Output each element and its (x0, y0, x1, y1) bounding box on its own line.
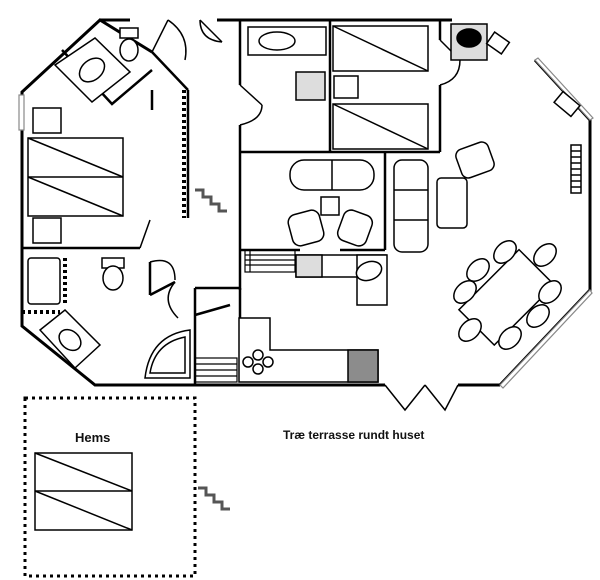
dotted-walls (22, 90, 186, 314)
single-bed-icon (332, 25, 429, 72)
armchair-icon (455, 141, 495, 179)
terrace-label: Træ terrasse rundt huset (283, 428, 425, 442)
coffee-table (320, 196, 340, 216)
kitchen-sink-icon (355, 260, 383, 282)
double-bed-icon (27, 137, 124, 217)
armchair-icon (485, 31, 511, 55)
doors (139, 19, 461, 412)
washing-machine (295, 71, 326, 101)
bathroom-lower-left (27, 257, 191, 379)
staircase-icon (195, 188, 230, 511)
toilet-icon (101, 257, 125, 291)
nightstand (32, 107, 62, 134)
loft-outline (23, 396, 197, 578)
sofa-icon (393, 159, 429, 253)
loft-bed (34, 452, 133, 531)
shower-icon (144, 329, 191, 379)
single-bed-icon (332, 103, 429, 150)
toilet-icon (119, 27, 139, 62)
sink-icon (38, 308, 102, 370)
fridge (295, 254, 323, 278)
nightstand (32, 217, 62, 244)
bathroom-upper-left (53, 27, 139, 104)
radiator-icon (570, 144, 582, 194)
bathtub-basin (78, 57, 106, 83)
kitchen (238, 254, 388, 383)
armchair-icon (553, 90, 581, 118)
stove-area (450, 23, 582, 194)
entrance-steps (194, 249, 296, 383)
bedroom-upper-right (332, 25, 429, 150)
loft-label: Hems (75, 430, 111, 445)
armchair-icon (287, 209, 325, 247)
nightstand (333, 75, 359, 99)
middle-room (287, 159, 375, 247)
dishwasher (347, 349, 379, 383)
armchair-icon (336, 209, 374, 247)
bedroom-left (27, 107, 124, 244)
living-room (393, 141, 495, 253)
bathroom-upper-middle (247, 26, 327, 101)
dining-table-icon (453, 240, 562, 350)
stove-icon (242, 349, 274, 375)
bathtub-icon (27, 257, 61, 305)
coffee-table (436, 177, 468, 229)
